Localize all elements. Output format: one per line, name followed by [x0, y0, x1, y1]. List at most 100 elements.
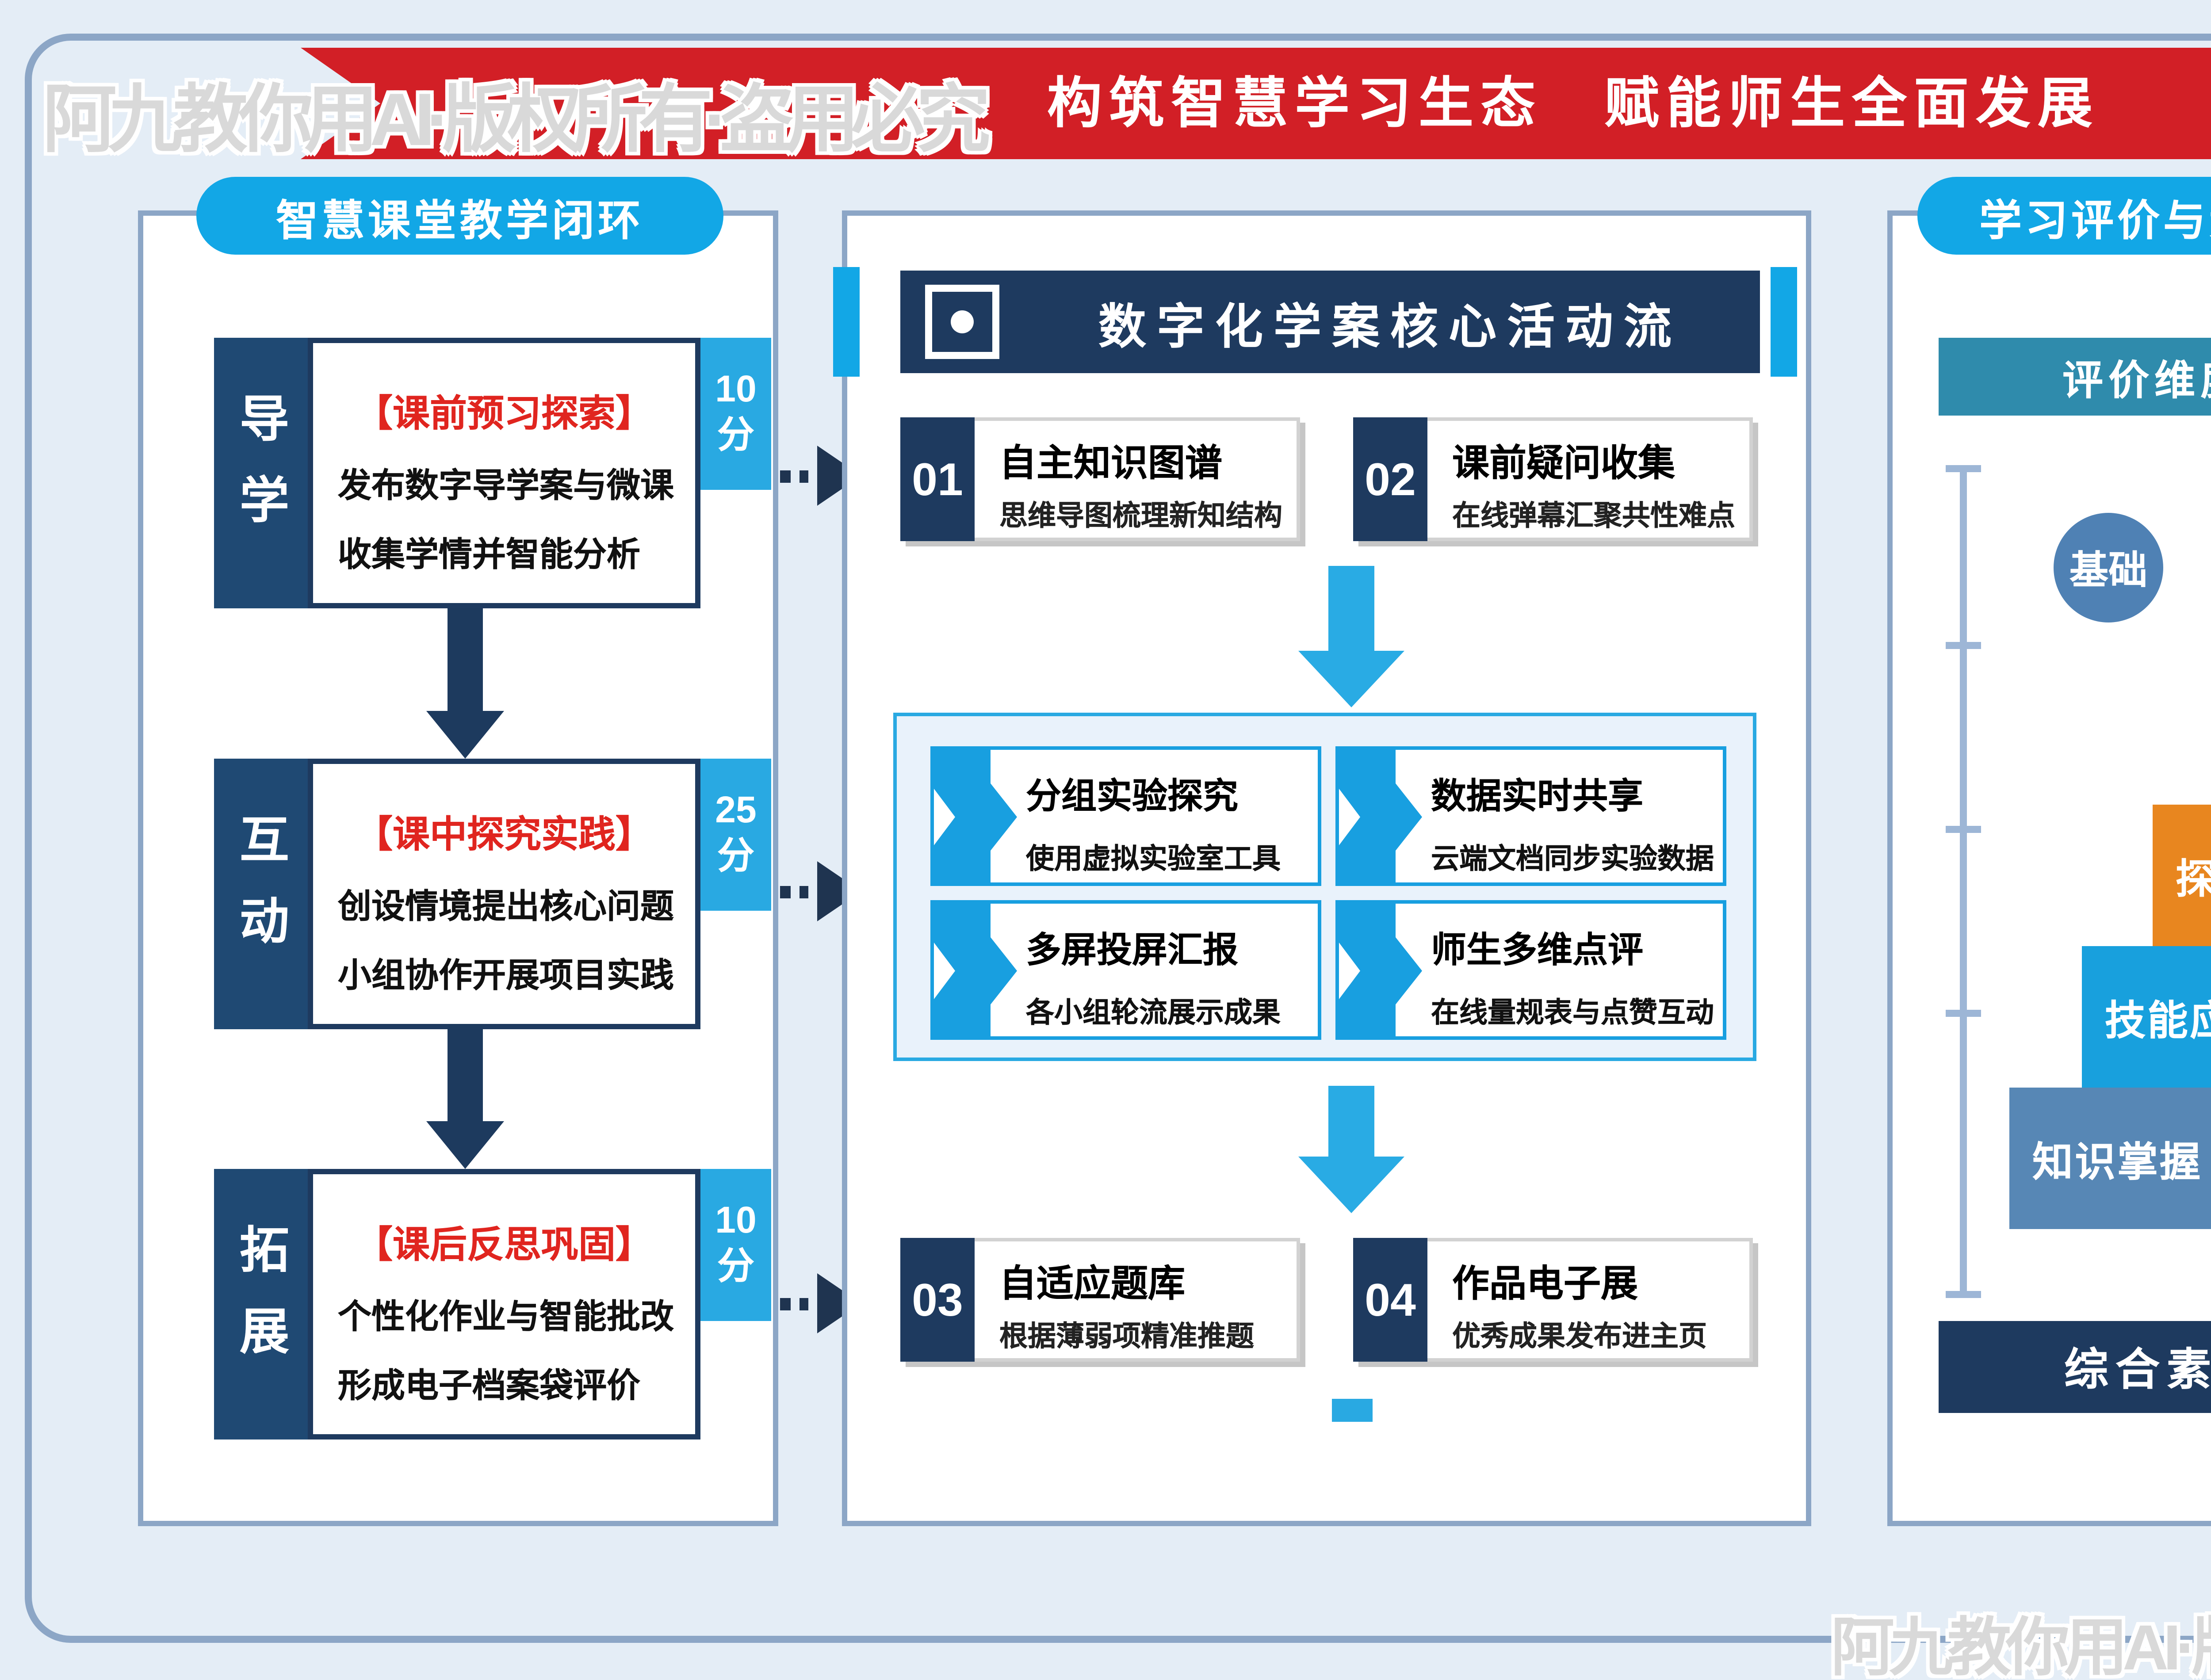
card-title: 课前疑问收集 [1452, 444, 1675, 485]
card-title: 自适应题库 [999, 1264, 1185, 1305]
stage-phase-title: 【课后反思巩固】 [356, 1226, 653, 1266]
left-panel-header-pill: 智慧课堂教学闭环 [196, 177, 723, 255]
arrow-head [1298, 651, 1404, 707]
axis-tick [1946, 1291, 1981, 1298]
top-banner-ribbon [301, 48, 2211, 159]
dash [799, 885, 808, 897]
stage-label-column: 导学 [214, 338, 308, 608]
card-number: 04 [1353, 1238, 1427, 1362]
group-card-subtitle: 云端文档同步实验数据 [1431, 845, 1714, 875]
duration-badge: 25 分 [700, 759, 771, 911]
card-number: 02 [1353, 417, 1427, 541]
right-panel-header-pill: 学习评价与素养进阶 [1917, 177, 2211, 255]
duration-badge: 10 分 [700, 1169, 771, 1321]
duration-unit: 分 [717, 1247, 754, 1287]
group-card-title: 师生多维点评 [1431, 932, 1643, 971]
axis-tick [1946, 465, 1981, 472]
card-subtitle: 根据薄弱项精准推题 [999, 1323, 1255, 1353]
stage-line: 收集学情并智能分析 [338, 538, 641, 575]
level-basic-circle: 基础 [2054, 513, 2163, 622]
step-knowledge: 知识掌握 [2009, 1088, 2211, 1229]
down-arrow-icon [426, 608, 504, 759]
watermark-bottom: 阿九教你用AI·版权所有·盗用必究 [1831, 1611, 2211, 1680]
arrow-shaft [448, 1024, 483, 1121]
card-title: 自主知识图谱 [999, 444, 1222, 485]
activity-card-02: 02 课前疑问收集 在线弹幕汇聚共性难点 [1353, 417, 1753, 541]
stage-label: 拓展 [234, 1223, 289, 1386]
arrow-shaft [1328, 566, 1374, 651]
group-card-subtitle: 各小组轮流展示成果 [1026, 999, 1281, 1029]
stage-label-column: 拓展 [214, 1169, 308, 1439]
duration-value: 10 [715, 1200, 757, 1241]
activity-card-03: 03 自适应题库 根据薄弱项精准推题 [900, 1238, 1300, 1362]
stage-label-column: 互动 [214, 759, 308, 1029]
progress-axis [1960, 465, 1967, 1298]
axis-tick [1946, 826, 1981, 833]
chevron-icon [934, 750, 991, 882]
evaluation-dimensions-bar: 评价维度及体系指标 [1939, 338, 2211, 416]
group-card-subtitle: 使用虚拟实验室工具 [1026, 845, 1281, 875]
decor-square [1332, 1399, 1373, 1422]
card-title: 作品电子展 [1452, 1264, 1638, 1305]
stage-label: 互动 [234, 813, 289, 975]
arrow-shaft [1328, 1086, 1374, 1157]
stage-card: 【课后反思巩固】 个性化作业与智能批改 形成电子档案袋评价 [308, 1169, 700, 1439]
down-arrow-icon [426, 1024, 504, 1169]
stage-phase-title: 【课中探究实践】 [356, 815, 653, 856]
stage-row-tuozhan: 拓展 【课后反思巩固】 个性化作业与智能批改 形成电子档案袋评价 10 分 [214, 1169, 771, 1439]
card-number: 01 [900, 417, 975, 541]
outer-frame [25, 34, 2211, 1643]
duration-unit: 分 [717, 836, 754, 877]
group-card-screencast: 多屏投屏汇报 各小组轮流展示成果 [930, 900, 1321, 1040]
header-accent-right [1771, 267, 1797, 377]
dot [951, 310, 974, 333]
chevron-icon [1339, 904, 1396, 1036]
arrow-head [426, 711, 504, 759]
step-inquiry: 探究分析 [2153, 805, 2211, 946]
group-card-subtitle: 在线量规表与点赞互动 [1431, 999, 1714, 1029]
stage-label: 导学 [234, 392, 289, 554]
group-card-experiment: 分组实验探究 使用虚拟实验室工具 [930, 746, 1321, 886]
axis-tick [1946, 642, 1981, 649]
duration-unit: 分 [717, 416, 754, 456]
chevron-icon [934, 904, 991, 1036]
activity-card-01: 01 自主知识图谱 思维导图梳理新知结构 [900, 417, 1300, 541]
stage-card: 【课前预习探索】 发布数字导学案与微课 收集学情并智能分析 [308, 338, 700, 608]
card-subtitle: 思维导图梳理新知结构 [999, 502, 1283, 532]
bullet-icon [925, 285, 999, 359]
card-subtitle: 优秀成果发布进主页 [1452, 1323, 1707, 1353]
middle-panel-header: 数字化学案核心活动流 [900, 271, 1760, 373]
group-card-datashare: 数据实时共享 云端文档同步实验数据 [1335, 746, 1726, 886]
card-number: 03 [900, 1238, 975, 1362]
stage-row-hudong: 互动 【课中探究实践】 创设情境提出核心问题 小组协作开展项目实践 25 分 [214, 759, 771, 1029]
step-skill: 技能应用 [2082, 946, 2211, 1088]
duration-badge: 10 分 [700, 338, 771, 490]
group-card-title: 数据实时共享 [1431, 778, 1643, 817]
dash [780, 1297, 790, 1310]
group-card-title: 分组实验探究 [1026, 778, 1238, 817]
middle-panel-title: 数字化学案核心活动流 [1098, 300, 1682, 353]
duration-value: 25 [715, 790, 757, 831]
stage-card: 【课中探究实践】 创设情境提出核心问题 小组协作开展项目实践 [308, 759, 700, 1029]
arrow-head [426, 1121, 504, 1169]
dash [780, 470, 790, 482]
stage-line: 个性化作业与智能批改 [338, 1300, 674, 1337]
stage-phase-title: 【课前预习探索】 [356, 394, 653, 435]
arrow-head [1298, 1157, 1404, 1213]
dash [799, 470, 808, 482]
axis-tick [1946, 1010, 1981, 1017]
dash [780, 885, 790, 897]
dash [799, 1297, 808, 1310]
card-subtitle: 在线弹幕汇聚共性难点 [1452, 502, 1736, 532]
duration-value: 10 [715, 369, 757, 410]
stage-row-daoxue: 导学 【课前预习探索】 发布数字导学案与微课 收集学情并智能分析 10 分 [214, 338, 771, 608]
group-card-review: 师生多维点评 在线量规表与点赞互动 [1335, 900, 1726, 1040]
banner-title: 构筑智慧学习生态 赋能师生全面发展 [1047, 73, 2100, 134]
watermark-top: 阿九教你用AI·版权所有·盗用必究 [42, 78, 991, 161]
arrow-shaft [448, 608, 483, 711]
activity-card-04: 04 作品电子展 优秀成果发布进主页 [1353, 1238, 1753, 1362]
comprehensive-quality-bar: 综合素质多元提升 [1939, 1321, 2211, 1413]
flow-down-arrow-icon [1298, 1086, 1404, 1213]
stage-line: 形成电子档案袋评价 [338, 1369, 641, 1406]
